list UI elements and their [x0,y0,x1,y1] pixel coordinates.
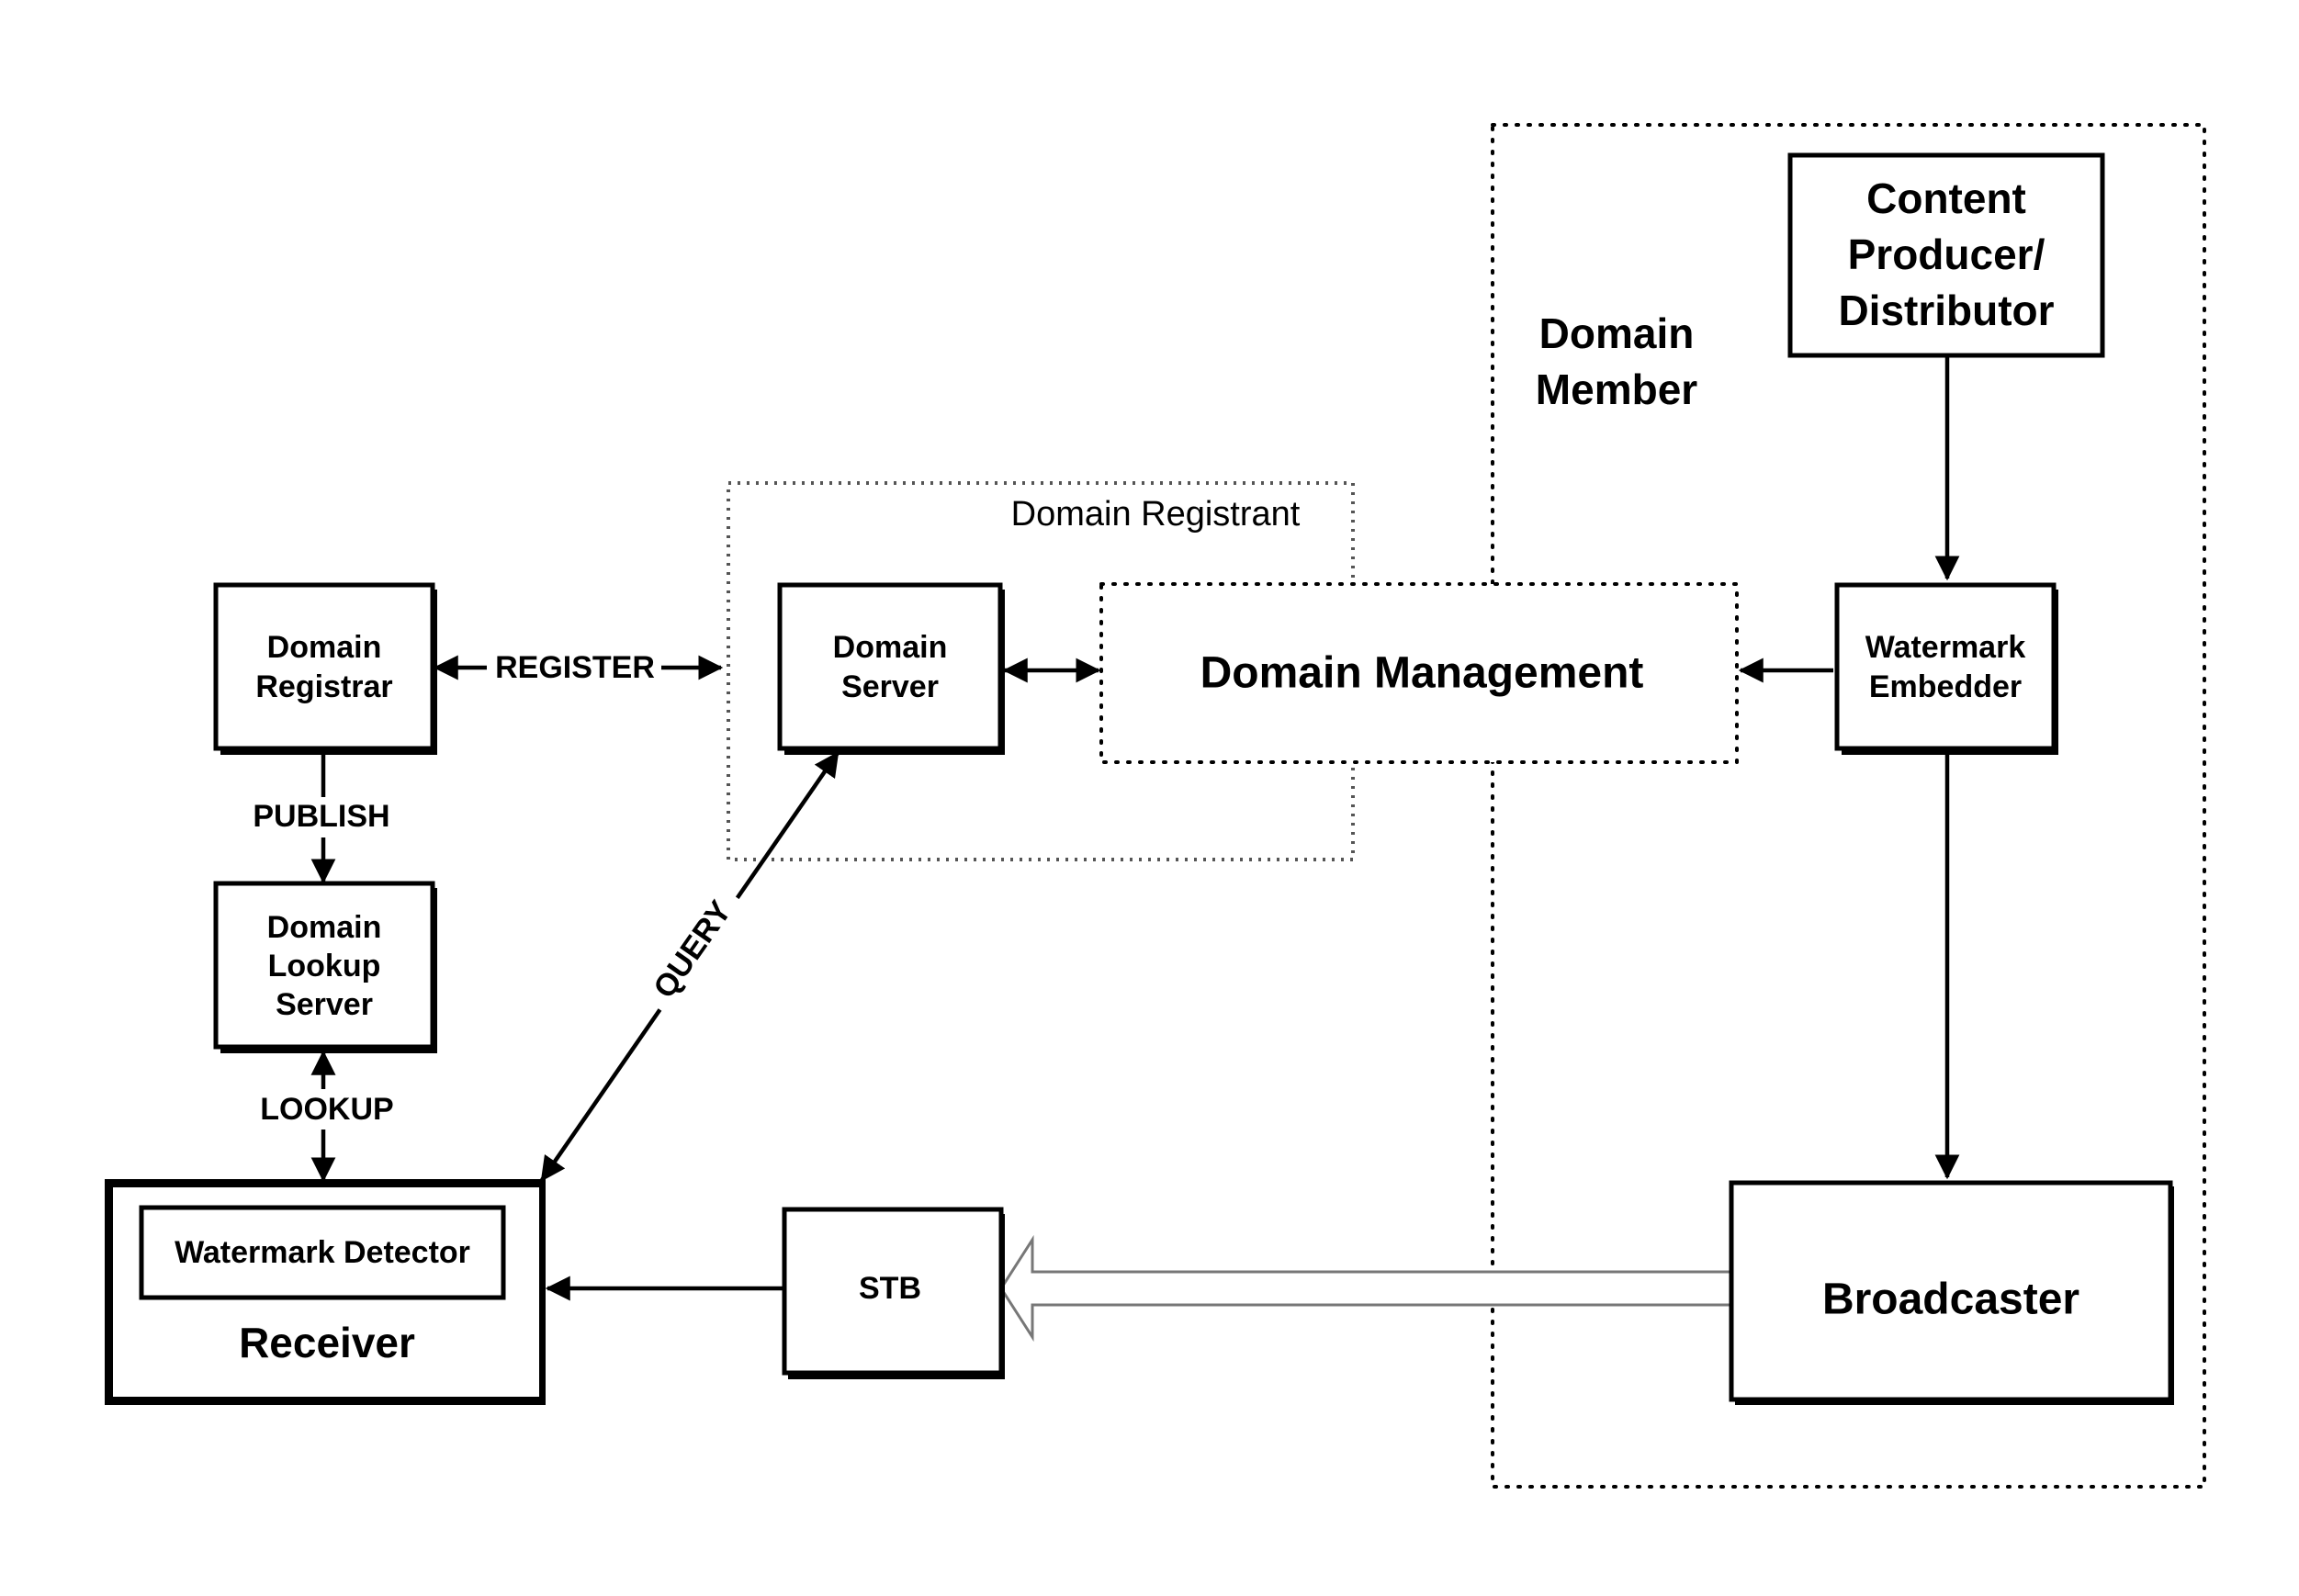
svg-text:Distributor: Distributor [1838,287,2054,334]
svg-text:Lookup: Lookup [268,949,381,983]
watermark-embedder-box [1837,585,2054,748]
domain-registrar-box [216,585,433,748]
svg-text:Watermark: Watermark [1865,630,2026,665]
svg-text:Server: Server [841,669,939,704]
stb-label: STB [859,1271,921,1306]
svg-text:Domain: Domain [267,630,382,665]
svg-text:Producer/: Producer/ [1848,230,2045,278]
svg-text:Registrar: Registrar [255,669,392,704]
domain-server-box [780,585,1000,748]
svg-text:Embedder: Embedder [1869,669,2022,704]
query-label: QUERY [647,894,738,1005]
domain-registrant-label: Domain Registrant [1011,495,1301,534]
receiver-label: Receiver [239,1319,415,1366]
content-producer-label: Content Producer/ Distributor [1838,174,2054,334]
lookup-label: LOOKUP [260,1092,393,1127]
svg-text:Domain: Domain [267,910,382,945]
svg-text:Content: Content [1866,174,2026,222]
register-label: REGISTER [495,650,655,685]
domain-management-label: Domain Management [1200,649,1644,698]
svg-text:Member: Member [1536,365,1697,413]
watermark-detector-label: Watermark Detector [175,1235,470,1270]
svg-text:Server: Server [276,987,373,1022]
broadcast-hollow-arrow [1001,1240,1731,1337]
domain-member-label: Domain Member [1536,309,1697,413]
domain-lookup-server-label: Domain Lookup Server [267,910,382,1022]
svg-text:Domain: Domain [1539,309,1695,357]
broadcaster-label: Broadcaster [1822,1276,2079,1324]
publish-label: PUBLISH [253,799,389,834]
svg-text:Domain: Domain [833,630,948,665]
